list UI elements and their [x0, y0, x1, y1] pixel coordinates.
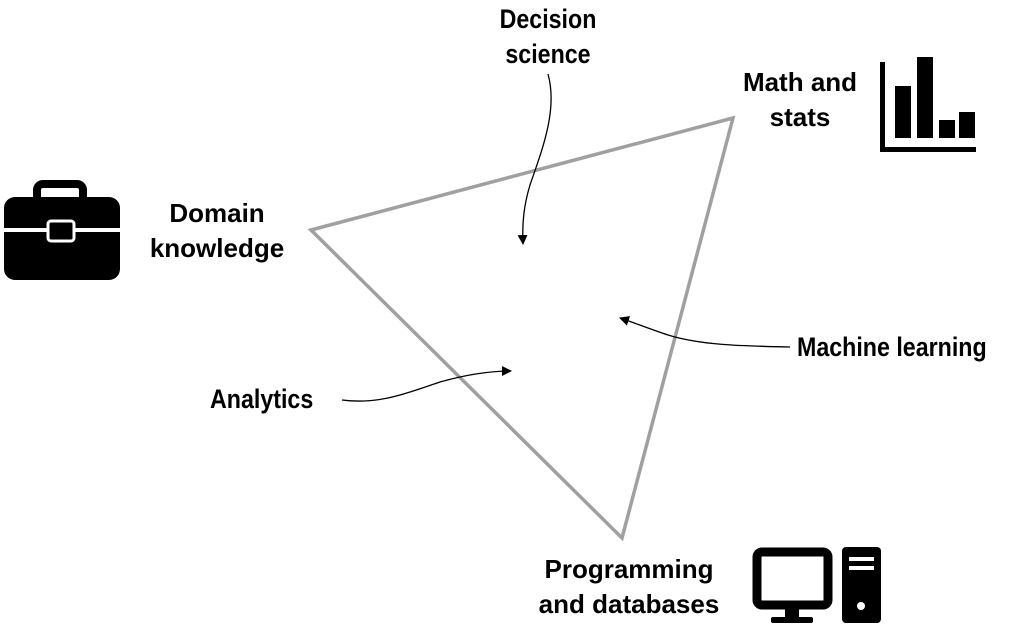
domain-knowledge-label: Domain knowledge [132, 196, 302, 266]
machine-learning-label-text: Machine learning [797, 332, 987, 362]
bar-chart-icon [880, 57, 976, 152]
computer-icon [752, 547, 881, 623]
programming-databases-label: Programming and databases [517, 552, 741, 622]
analytics-label-text: Analytics [210, 384, 314, 414]
skills-triangle [307, 115, 736, 542]
machine-learning-arrow [619, 316, 791, 348]
domain-knowledge-label-line2: knowledge [149, 233, 285, 263]
machine-learning-label: Machine learning [797, 330, 1017, 365]
analytics-arrow [341, 366, 512, 402]
decision-science-arrow [517, 73, 552, 245]
decision-science-label: Decision science [478, 2, 618, 72]
programming-label-line2: and databases [538, 589, 720, 619]
briefcase-icon [4, 180, 120, 280]
decision-science-label-line1: Decision [499, 4, 597, 34]
math-stats-label: Math and stats [725, 65, 875, 135]
programming-label-line1: Programming [544, 554, 714, 584]
math-stats-label-line2: stats [769, 102, 831, 132]
domain-knowledge-label-line1: Domain [169, 198, 265, 228]
decision-science-label-line2: science [505, 39, 591, 69]
analytics-label: Analytics [210, 382, 350, 417]
math-stats-label-line1: Math and [742, 67, 858, 97]
